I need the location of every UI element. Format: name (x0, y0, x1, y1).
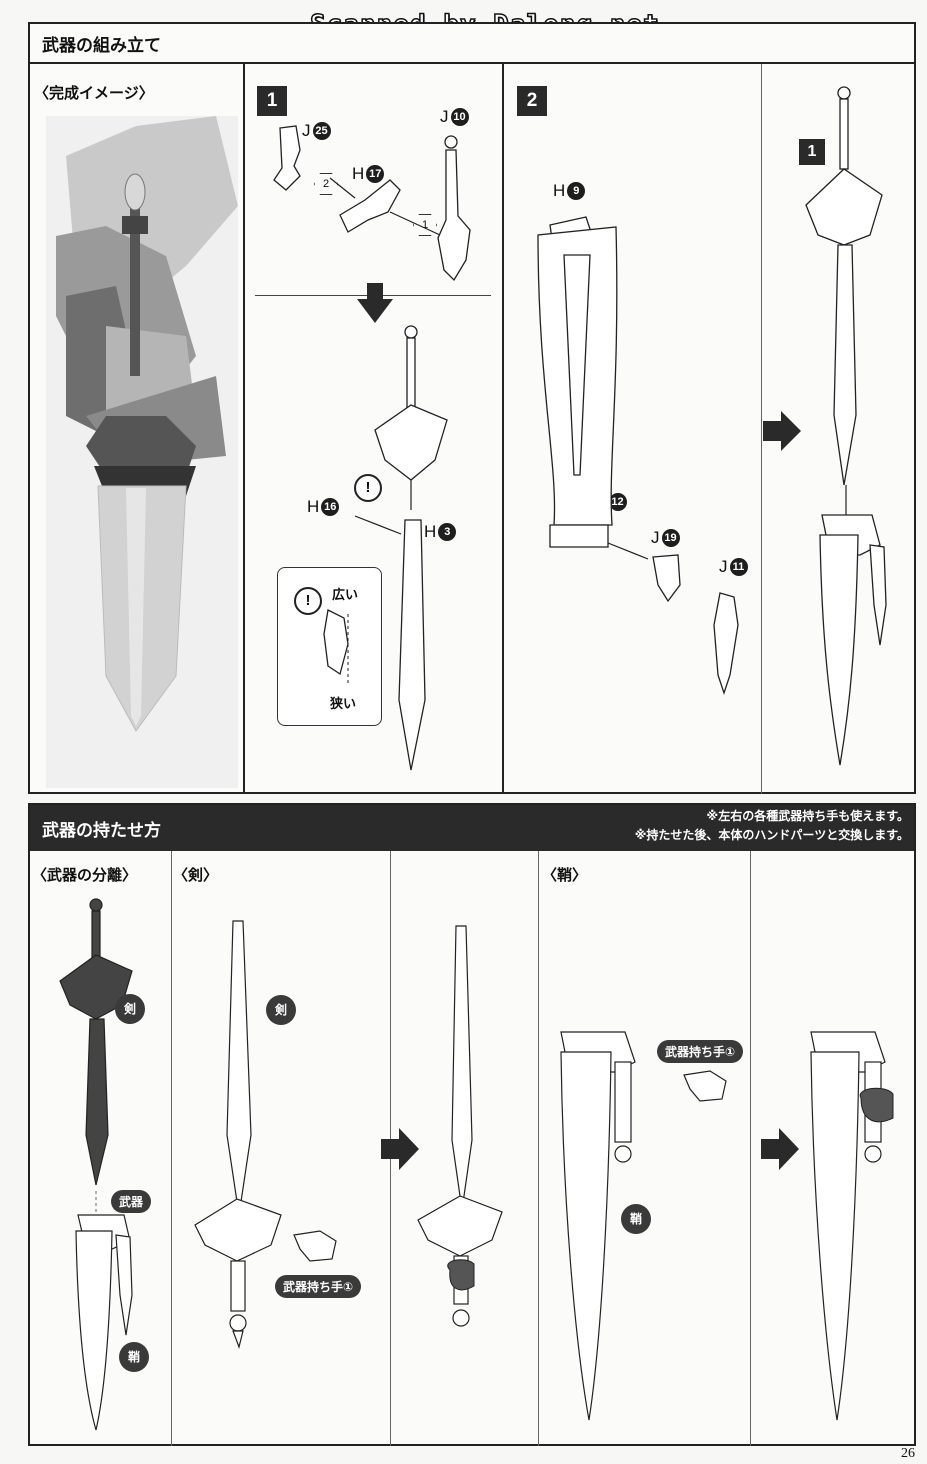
divider (502, 64, 504, 794)
part-number: 12 (608, 493, 627, 511)
note-1: ※左右の各種武器持ち手も使えます。 (706, 809, 909, 823)
sword-hold-drawing (194, 920, 282, 1350)
hand-part-drawing (683, 1070, 727, 1102)
divider (761, 64, 762, 794)
part-number: 25 (312, 122, 331, 140)
tag-hand: 武器持ち手① (275, 1275, 362, 1298)
part-letter: H (424, 522, 437, 541)
part-number: 17 (366, 165, 385, 183)
right-arrow (761, 1128, 799, 1170)
step1-parts-drawing (273, 125, 471, 282)
step1-sword-drawing (355, 325, 448, 771)
tag-sword: 剣 (115, 994, 145, 1024)
detail-wide-label: 広い (332, 588, 359, 603)
page-number: 26 (901, 1446, 915, 1461)
part-letter: H (352, 164, 365, 183)
sheath-hold-drawing (560, 1031, 636, 1421)
detail-narrow-label: 狭い (330, 697, 357, 712)
step-1-badge: 1 (257, 86, 287, 116)
part-number: 11 (729, 558, 748, 576)
divider (171, 851, 172, 1446)
detail-part-drawing (323, 609, 349, 684)
completed-image-label: 〈完成イメージ〉 (34, 84, 154, 102)
holding-notes: ※左右の各種武器持ち手も使えます。 ※持たせた後、本体のハンドパーツと交換します… (635, 807, 909, 845)
part-number: 3 (438, 523, 457, 541)
sheath-held-drawing (810, 1031, 894, 1421)
part-number: 9 (567, 182, 586, 200)
sword-label: 〈剣〉 (173, 866, 219, 884)
separate-weapon-label: 〈武器の分離〉 (32, 866, 138, 884)
caution-icon: ! (354, 474, 382, 502)
hand-part-drawing (293, 1230, 337, 1262)
tag-hand: 武器持ち手① (657, 1040, 744, 1063)
part-number: 19 (661, 529, 680, 547)
order-marker-1: 1 (413, 214, 437, 236)
step2-sheath-drawing (537, 216, 739, 696)
step2-result-drawing (805, 86, 887, 766)
part-letter: J (719, 557, 728, 576)
substep-1-badge: 1 (799, 139, 825, 165)
sheath-label: 〈鞘〉 (542, 866, 588, 884)
tag-sheath: 鞘 (621, 1204, 651, 1234)
part-letter: J (651, 528, 660, 547)
part-letter: J (302, 121, 311, 140)
tag-weapon: 武器 (111, 1190, 152, 1213)
section-title-holding: 武器の持たせ方 (30, 805, 914, 851)
right-arrow (381, 1128, 419, 1170)
divider (243, 64, 245, 794)
divider (750, 851, 751, 1446)
step-2-badge: 2 (517, 86, 547, 116)
part-number: 10 (450, 108, 469, 126)
down-arrow (357, 283, 393, 323)
tag-sheath: 鞘 (119, 1342, 149, 1372)
note-2: ※持たせた後、本体のハンドパーツと交換します。 (634, 828, 909, 842)
divider (538, 851, 539, 1446)
right-arrow (763, 411, 801, 451)
tag-sword: 剣 (266, 995, 296, 1025)
part-letter: J (440, 107, 449, 126)
separated-sword-drawing (59, 898, 133, 1431)
caution-icon: ! (294, 587, 322, 615)
part-number: 16 (321, 498, 340, 516)
part-letter: H (307, 497, 320, 516)
completed-sword-photo (46, 116, 238, 788)
section-title-assembly: 武器の組み立て (30, 24, 914, 64)
sword-held-drawing (417, 925, 503, 1327)
part-letter: H (553, 181, 566, 200)
